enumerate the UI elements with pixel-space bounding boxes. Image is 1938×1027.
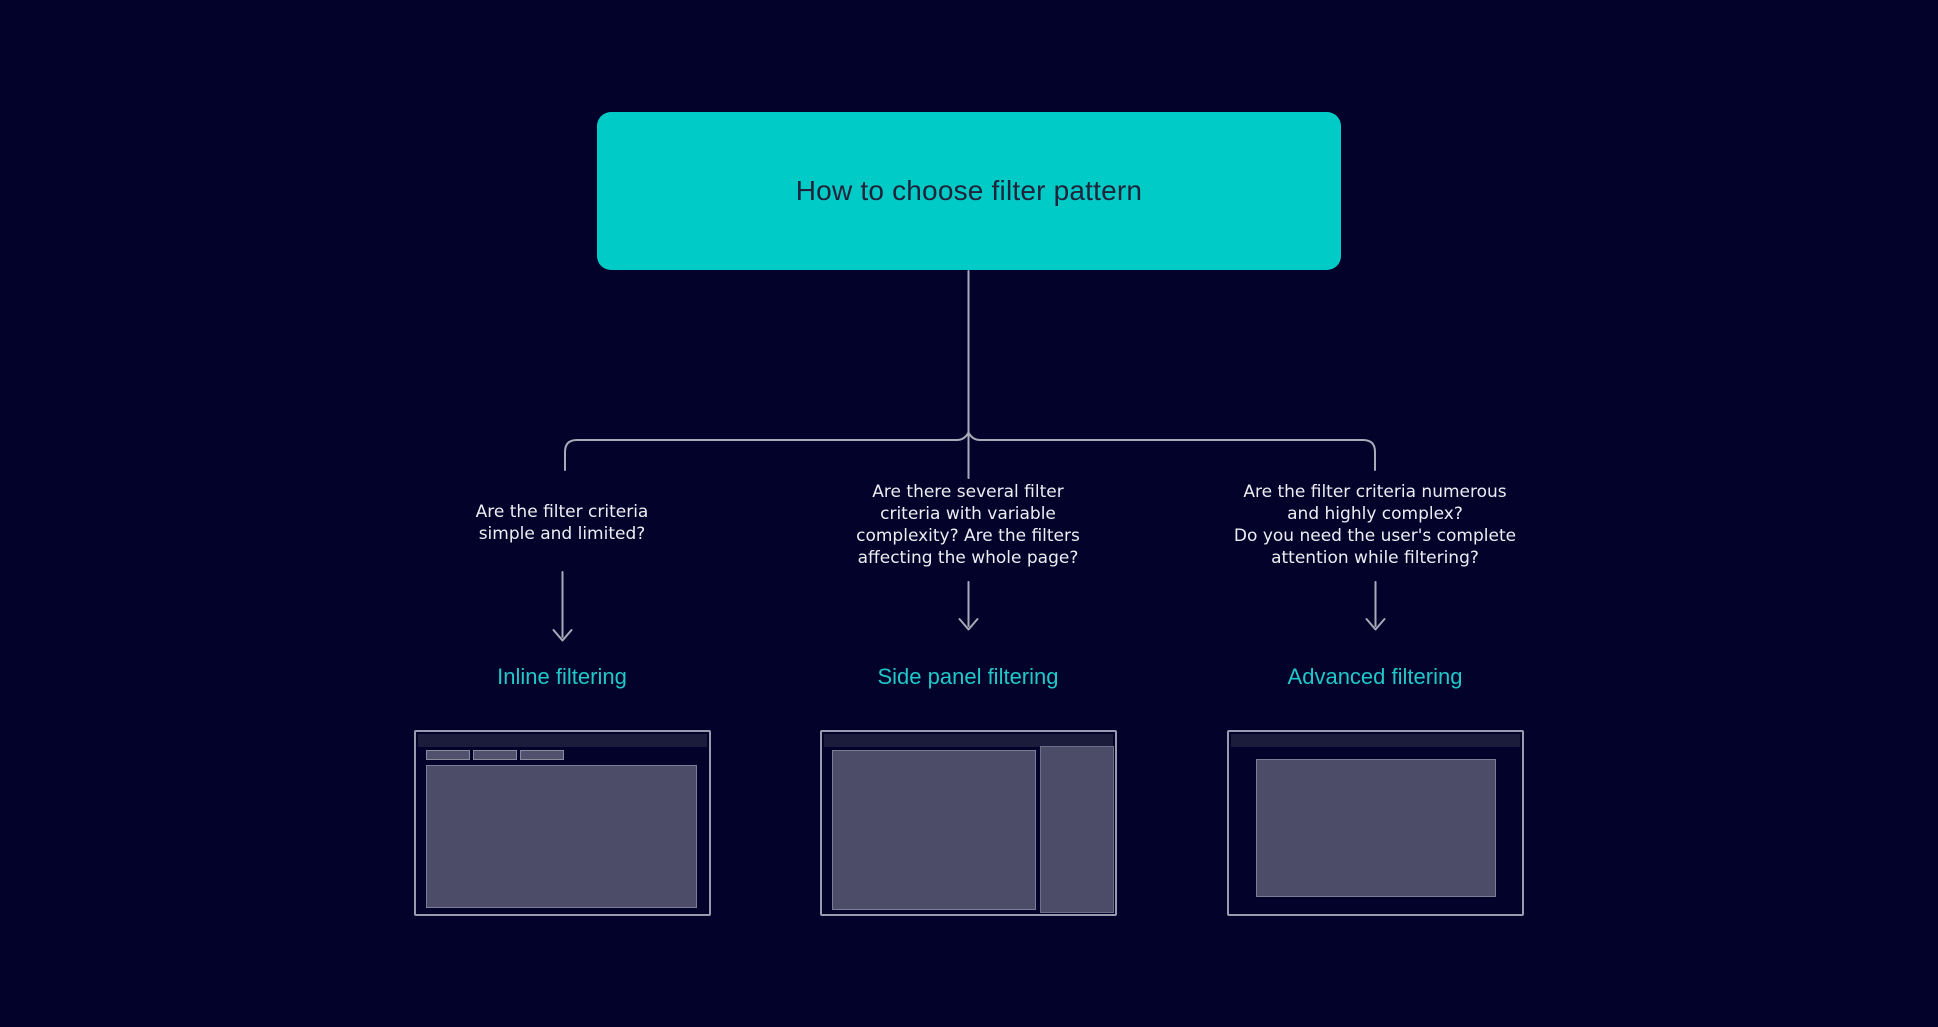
wireframe-chip xyxy=(473,750,517,760)
side-panel-filtering-wireframe xyxy=(820,730,1117,916)
wireframe-header-bar xyxy=(824,734,1113,747)
arrow-down-icon xyxy=(958,581,979,631)
arrow-down-icon xyxy=(552,571,573,642)
wireframe-header-bar xyxy=(418,734,707,747)
title-node: How to choose filter pattern xyxy=(597,112,1341,270)
wireframe-header-bar xyxy=(1231,734,1520,747)
branch-rail xyxy=(564,431,1376,471)
wireframe-chip xyxy=(520,750,564,760)
advanced-filtering-wireframe xyxy=(1227,730,1524,916)
label-inline-filtering: Inline filtering xyxy=(497,664,627,689)
wireframe-content-area xyxy=(832,750,1036,910)
arrow-down-icon xyxy=(1365,581,1386,631)
wireframe-chip xyxy=(426,750,470,760)
question-inline-filtering: Are the filter criteria simple and limit… xyxy=(475,502,649,544)
label-advanced-filtering: Advanced filtering xyxy=(1287,664,1463,689)
wireframe-content-area xyxy=(426,765,697,908)
wireframe-modal-area xyxy=(1256,759,1496,897)
wireframe-side-panel xyxy=(1040,746,1114,913)
question-advanced-filtering: Are the filter criteria numerous and hig… xyxy=(1233,482,1517,568)
question-side-panel-filtering: Are there several filter criteria with v… xyxy=(856,482,1080,568)
inline-filtering-wireframe xyxy=(414,730,711,916)
page-title: How to choose filter pattern xyxy=(795,175,1143,206)
wireframe-filter-chips xyxy=(426,750,564,760)
label-side-panel-filtering: Side panel filtering xyxy=(877,664,1059,689)
